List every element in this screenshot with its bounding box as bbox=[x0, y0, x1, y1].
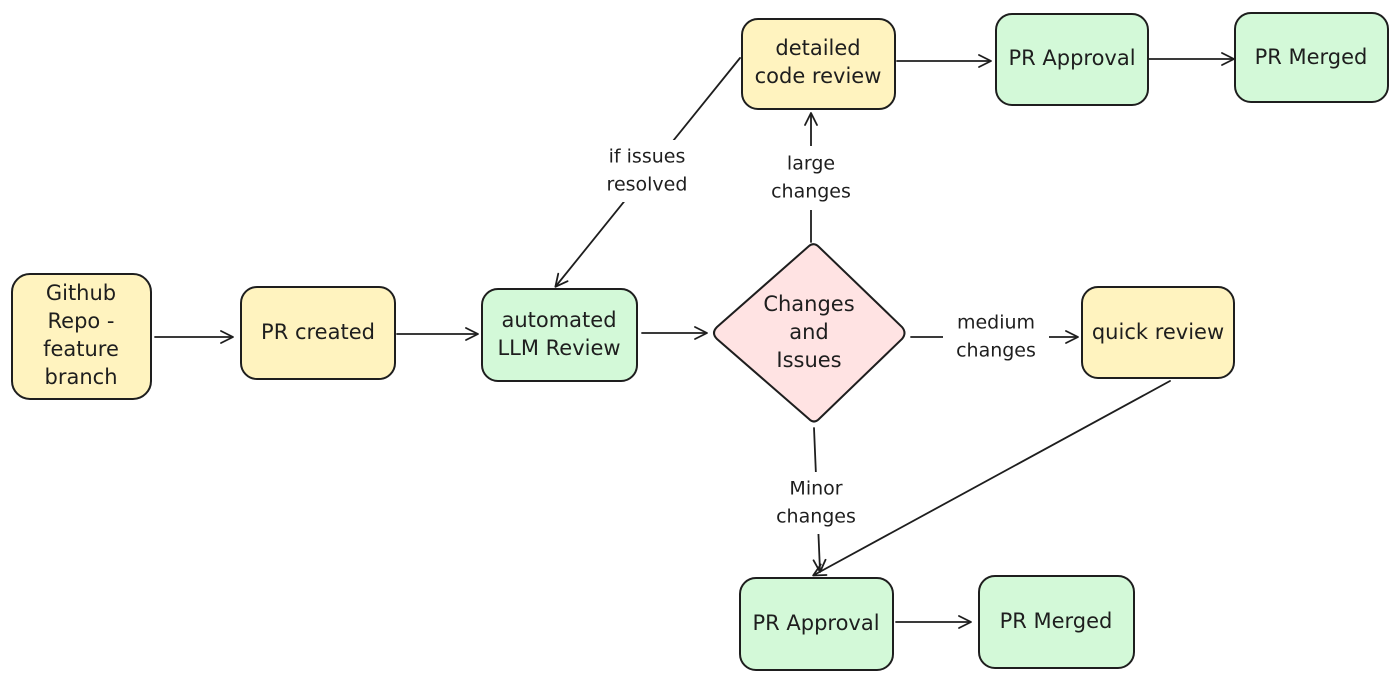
node-github-repo-line-2: Repo - bbox=[48, 309, 115, 333]
label-medium-changes: medium changes bbox=[943, 308, 1049, 370]
node-pr-approval-bottom: PR Approval bbox=[739, 577, 894, 671]
node-pr-approval-bottom-box bbox=[739, 577, 894, 671]
label-large-changes-line-2: changes bbox=[771, 181, 851, 203]
node-github-repo-line-3: feature bbox=[43, 337, 119, 361]
node-pr-merged-bottom: PR Merged bbox=[978, 575, 1135, 669]
node-llm-review: automated LLM Review bbox=[481, 288, 638, 382]
node-pr-created: PR created bbox=[240, 286, 396, 380]
node-github-repo: Github Repo - feature branch bbox=[11, 273, 152, 400]
node-quick-review-box bbox=[1081, 286, 1235, 379]
label-large-changes-line-1: large bbox=[787, 153, 835, 175]
node-decision: Changes and Issues bbox=[713, 243, 906, 423]
label-minor-changes: Minor changes bbox=[763, 472, 869, 534]
node-decision-diamond bbox=[713, 243, 906, 423]
node-pr-merged-top-box bbox=[1234, 12, 1389, 103]
label-issues-resolved-line-2: resolved bbox=[607, 174, 688, 196]
node-llm-review-line-2: LLM Review bbox=[497, 336, 620, 360]
node-github-repo-line-4: branch bbox=[45, 365, 118, 389]
node-pr-merged-top-line-1: PR Merged bbox=[1255, 45, 1368, 69]
node-quick-review: quick review bbox=[1081, 286, 1235, 379]
edge-quick-review-to-pr-approval-bottom bbox=[812, 380, 1171, 577]
node-decision-line-3: Issues bbox=[776, 348, 841, 372]
node-detailed-review-line-1: detailed bbox=[775, 36, 860, 60]
node-pr-created-box bbox=[240, 286, 396, 380]
node-pr-merged-top: PR Merged bbox=[1234, 12, 1389, 103]
label-medium-changes-line-2: changes bbox=[956, 340, 1036, 362]
node-decision-line-1: Changes bbox=[763, 292, 854, 316]
node-llm-review-line-1: automated bbox=[501, 308, 616, 332]
label-issues-resolved-line-1: if issues bbox=[609, 146, 686, 168]
label-large-changes: large changes bbox=[756, 146, 866, 210]
node-pr-approval-top-line-1: PR Approval bbox=[1008, 46, 1135, 70]
node-pr-merged-bottom-line-1: PR Merged bbox=[1000, 609, 1113, 633]
label-issues-resolved: if issues resolved bbox=[588, 140, 706, 202]
node-decision-line-2: and bbox=[789, 320, 829, 344]
node-quick-review-line-1: quick review bbox=[1092, 320, 1224, 344]
node-llm-review-box bbox=[481, 288, 638, 382]
label-minor-changes-line-1: Minor bbox=[789, 478, 842, 500]
node-pr-approval-top-box bbox=[995, 13, 1149, 106]
nodes: Github Repo - feature branch PR created … bbox=[11, 12, 1389, 671]
node-pr-merged-bottom-box bbox=[978, 575, 1135, 669]
node-pr-created-line-1: PR created bbox=[261, 320, 375, 344]
node-github-repo-line-1: Github bbox=[46, 281, 116, 305]
node-github-repo-box bbox=[11, 273, 152, 400]
node-detailed-review-box bbox=[741, 18, 896, 110]
edge-labels: large changes medium changes Minor chang… bbox=[588, 140, 1049, 534]
node-pr-approval-top: PR Approval bbox=[995, 13, 1149, 106]
node-pr-approval-bottom-line-1: PR Approval bbox=[752, 611, 879, 635]
label-medium-changes-line-1: medium bbox=[957, 312, 1035, 334]
label-minor-changes-line-2: changes bbox=[776, 506, 856, 528]
node-detailed-review-line-2: code review bbox=[755, 64, 882, 88]
node-detailed-review: detailed code review bbox=[741, 18, 896, 110]
